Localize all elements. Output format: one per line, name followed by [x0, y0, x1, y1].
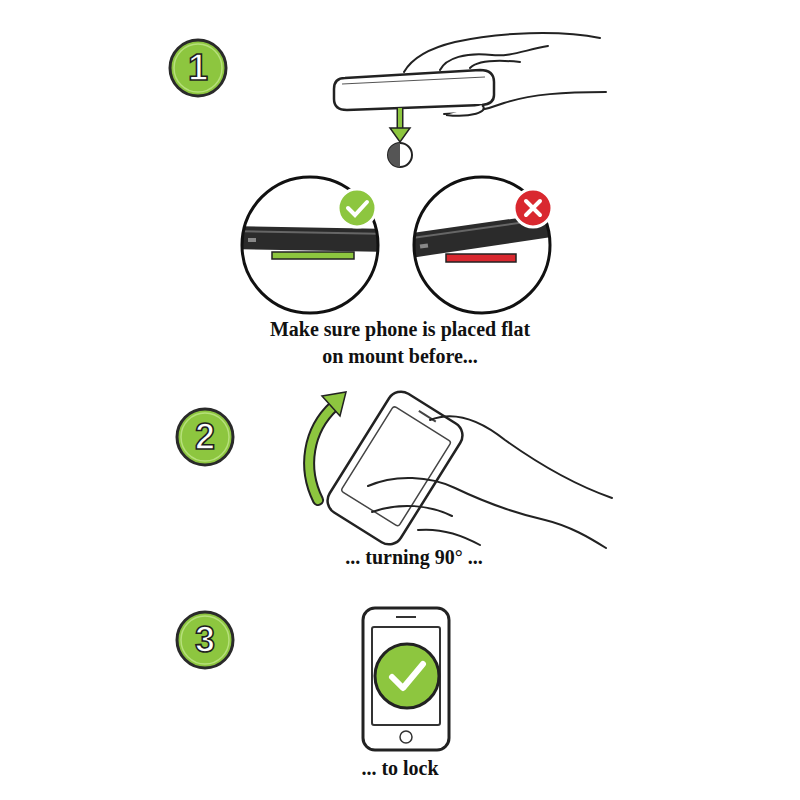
phone-body	[363, 608, 449, 750]
mount-disc	[388, 143, 412, 167]
arrow-head	[322, 392, 346, 416]
finger-line	[440, 46, 548, 70]
check-badge	[375, 644, 439, 708]
zoom-ring	[242, 177, 378, 313]
zoom-correct	[230, 226, 395, 259]
step-number: 3	[174, 609, 236, 671]
hand-sketch	[404, 33, 600, 72]
check-mark	[392, 664, 423, 688]
arrow-head	[390, 128, 410, 142]
phone-speaker	[419, 411, 436, 422]
phone-edge	[342, 77, 485, 84]
turn-arrow	[309, 406, 334, 500]
step-caption: ... turning 90° ...	[264, 544, 564, 571]
mount-tilted	[446, 254, 516, 262]
hand-outline	[404, 33, 600, 72]
phone-screen	[341, 406, 452, 527]
check-badge	[338, 189, 376, 227]
phone-turning	[322, 386, 467, 549]
mount-shade	[388, 143, 400, 167]
hand-sketch	[368, 416, 612, 548]
phone-button	[420, 243, 428, 248]
thumb-tip	[446, 105, 484, 116]
phone-side	[334, 70, 494, 110]
mount-flat	[272, 252, 354, 259]
step-number: 2	[174, 406, 236, 468]
phone-button	[248, 238, 256, 242]
down-arrow	[398, 108, 402, 130]
finger-line	[470, 61, 520, 68]
phone-edge	[230, 231, 395, 234]
cross-mark	[526, 201, 540, 215]
callout-number: 2	[174, 406, 236, 468]
step-number: 1	[167, 37, 229, 99]
step-caption: ... to lock	[290, 755, 510, 782]
step-caption: Make sure phone is placed flat on mount …	[262, 316, 538, 370]
phone-body	[322, 386, 467, 549]
finger-line	[418, 530, 480, 545]
cross-badge	[514, 189, 552, 227]
callout-number: 3	[174, 609, 236, 671]
arrow-outline	[309, 406, 334, 500]
callout-number: 1	[167, 37, 229, 99]
phone-screen	[372, 627, 440, 725]
phone-slab	[230, 226, 395, 252]
arrow-outline	[397, 108, 404, 130]
finger-line	[372, 506, 452, 516]
check-mark	[348, 202, 367, 215]
home-button	[400, 731, 412, 743]
hand-outline	[430, 416, 612, 498]
finger-line	[368, 478, 606, 548]
phone-speaker	[396, 616, 416, 618]
